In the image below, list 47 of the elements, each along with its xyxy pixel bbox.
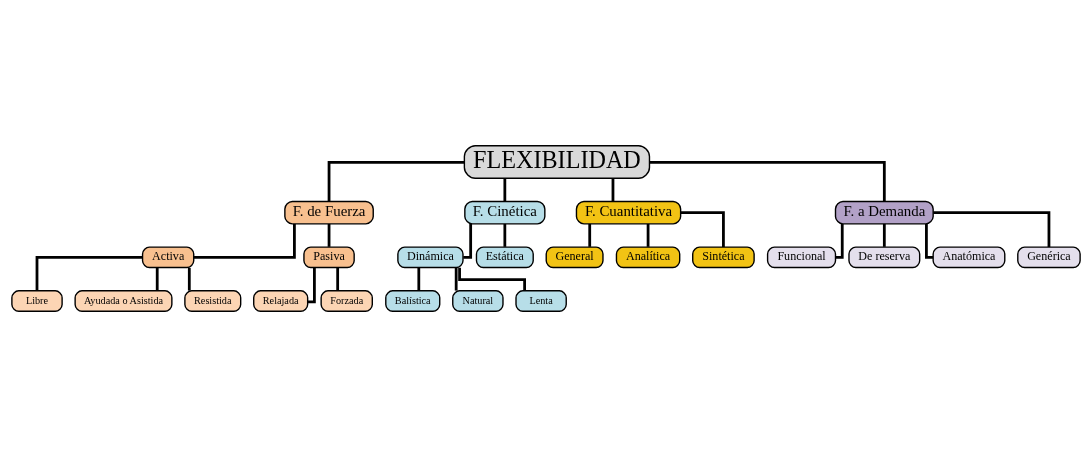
connector	[680, 210, 725, 247]
node-box: Relajada	[253, 289, 309, 312]
connector	[649, 160, 886, 201]
node-box: De reserva	[848, 245, 921, 268]
node-box: FLEXIBILIDAD	[463, 144, 651, 179]
connector	[155, 267, 159, 291]
connector	[925, 223, 934, 259]
connector	[458, 267, 526, 291]
connector	[327, 223, 331, 247]
node-box: Balística	[385, 289, 441, 312]
node-box: Ayudada o Asistida	[74, 289, 173, 312]
node-box: Lenta	[515, 289, 567, 312]
node-box: F. Cuantitativa	[575, 200, 682, 225]
connector	[194, 223, 296, 259]
node-box: Resistida	[184, 289, 242, 312]
connector	[611, 177, 615, 201]
connector	[588, 223, 592, 247]
node-box: Forzada	[320, 289, 373, 312]
node-box: Analítica	[615, 245, 681, 268]
connector	[503, 223, 507, 247]
connector	[835, 223, 844, 259]
connector	[417, 267, 421, 291]
node-box: Activa	[141, 245, 195, 268]
connector	[327, 160, 465, 201]
node-box: Natural	[452, 289, 504, 312]
node-box: Genérica	[1017, 245, 1081, 268]
connector	[454, 267, 458, 291]
connector	[503, 177, 507, 201]
node-box: Pasiva	[303, 245, 355, 268]
node-box: General	[545, 245, 604, 268]
connector	[336, 267, 340, 291]
connector	[646, 223, 650, 247]
connector	[35, 255, 143, 290]
node-box: Dinámica	[397, 245, 464, 268]
node-box: Funcional	[766, 245, 837, 268]
connector	[187, 267, 191, 291]
node-box: Estática	[475, 245, 534, 268]
node-box: F. Cinética	[464, 200, 546, 225]
node-box: F. de Fuerza	[284, 200, 374, 225]
node-box: Sintética	[692, 245, 755, 268]
connector	[307, 267, 316, 303]
connector	[933, 210, 1051, 247]
node-box: F. a Demanda	[834, 200, 934, 225]
node-box: Anatómica	[932, 245, 1006, 268]
connector	[882, 223, 886, 247]
connector	[463, 223, 473, 259]
node-box: Libre	[11, 289, 63, 312]
